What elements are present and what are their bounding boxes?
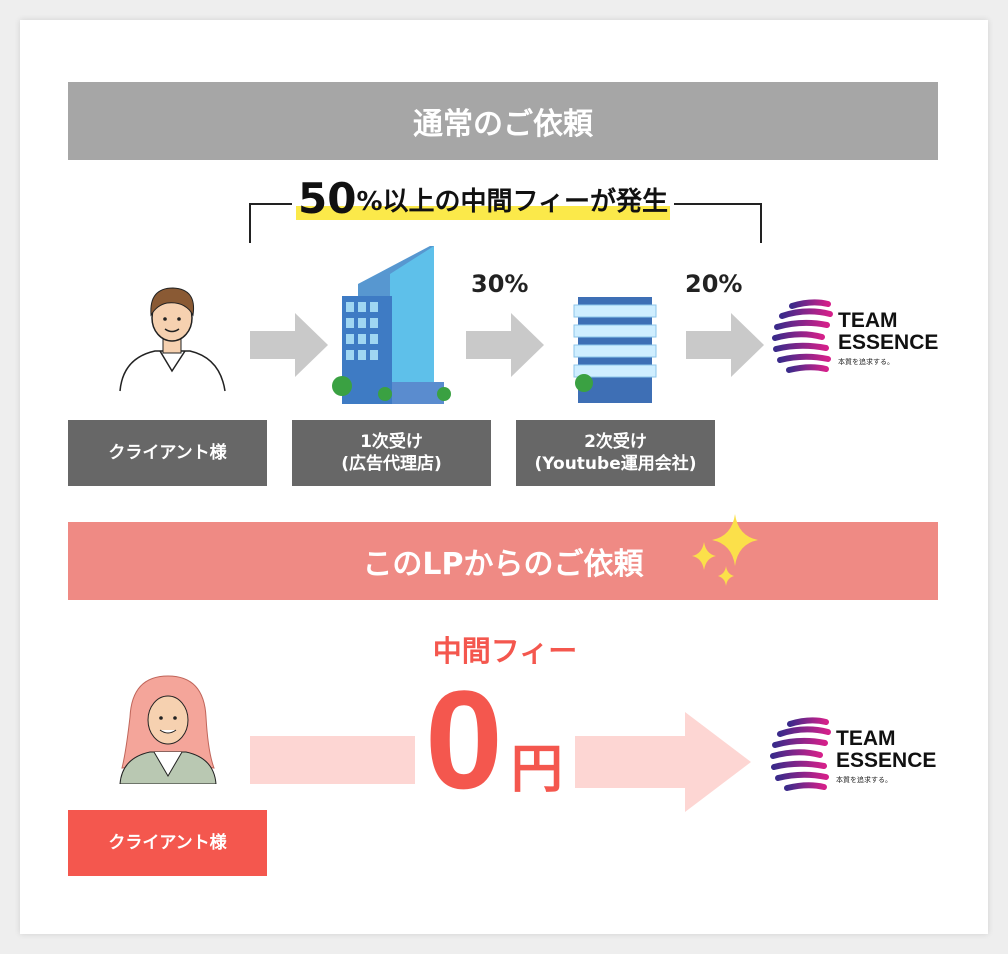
label-second-tier: 2次受け (Youtube運用会社) (516, 420, 715, 486)
middle-fee-value: 0 (425, 661, 503, 818)
label-first-tier: 1次受け (広告代理店) (292, 420, 491, 486)
middle-fee-headline: 50 %以上の中間フィーが発生 (292, 172, 674, 222)
logo-wordmark: TEAM ESSENCE 本質を追求する。 (838, 309, 939, 367)
arrow-right-icon (466, 313, 544, 377)
label-client-lp: クライアント様 (68, 810, 267, 876)
normal-request-header: 通常のご依頼 (68, 82, 938, 160)
logo-wordmark: TEAM ESSENCE 本質を追求する。 (836, 727, 937, 785)
pink-arrow-right-icon (575, 712, 751, 812)
label-client: クライアント様 (68, 420, 267, 486)
lp-request-header: このLPからのご依頼 (68, 522, 938, 600)
middle-fee-unit: 円 (510, 740, 563, 800)
arrow-right-icon (686, 313, 764, 377)
youtube-agency-building-illustration (573, 297, 657, 403)
logo-sphere-icon (770, 717, 831, 791)
pink-bar-left (250, 736, 415, 784)
team-essence-logo: TEAM ESSENCE 本質を追求する。 (772, 298, 942, 378)
female-client-illustration (119, 675, 217, 784)
arrow-right-icon (250, 313, 328, 377)
male-client-illustration (119, 287, 226, 392)
middle-fee-amount: 0 円 (425, 670, 563, 810)
team-essence-logo: TEAM ESSENCE 本質を追求する。 (770, 716, 940, 796)
logo-sphere-icon (772, 299, 833, 373)
highlight (296, 206, 670, 220)
second-tier-fee: 20% (685, 270, 743, 298)
first-tier-fee: 30% (471, 270, 529, 298)
sparkle-icon (692, 514, 758, 586)
middle-fee-label: 中間フィー (432, 634, 578, 668)
ad-agency-building-illustration (332, 246, 451, 404)
